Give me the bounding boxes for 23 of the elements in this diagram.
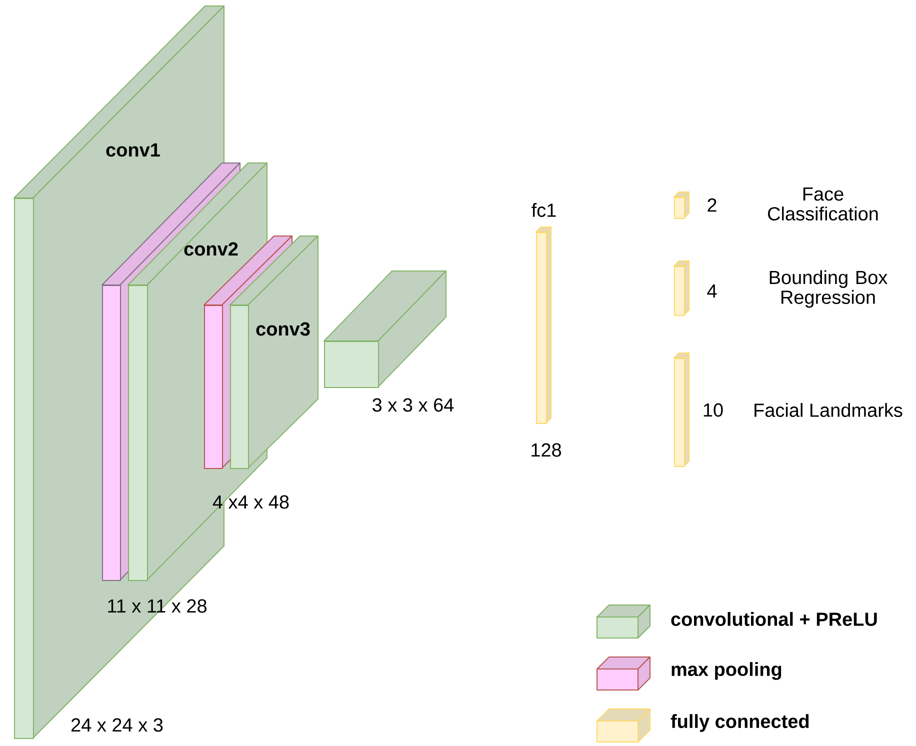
layer-label: conv3	[256, 322, 310, 336]
size-label: 4	[707, 284, 717, 298]
dimension-label: 4 x4 x 48	[212, 495, 289, 509]
dimension-label: 24 x 24 x 3	[72, 718, 163, 732]
size-label: 128	[532, 443, 562, 457]
layer-label: fc1	[532, 203, 556, 217]
legend-label: max pooling	[672, 662, 782, 680]
dimension-label: 3 x 3 x 64	[372, 398, 454, 412]
layer-label: conv1	[106, 143, 160, 157]
layer-cuboid	[324, 270, 446, 388]
output-bar	[674, 192, 690, 219]
dimension-label: 11 x 11 x 28	[108, 599, 206, 613]
layer-label: conv2	[184, 242, 238, 256]
output-label: Bounding Box Regression	[770, 270, 888, 308]
legend-label: convolutional + PReLU	[671, 612, 877, 626]
legend-label: fully connected	[670, 714, 809, 732]
size-label: 10	[704, 403, 723, 417]
size-label: 2	[708, 198, 716, 212]
output-label: Facial Landmarks	[754, 403, 902, 417]
output-label: Face Classification	[768, 187, 878, 221]
output-bar	[674, 260, 690, 316]
output-bar	[536, 226, 552, 424]
output-bar	[674, 352, 690, 467]
